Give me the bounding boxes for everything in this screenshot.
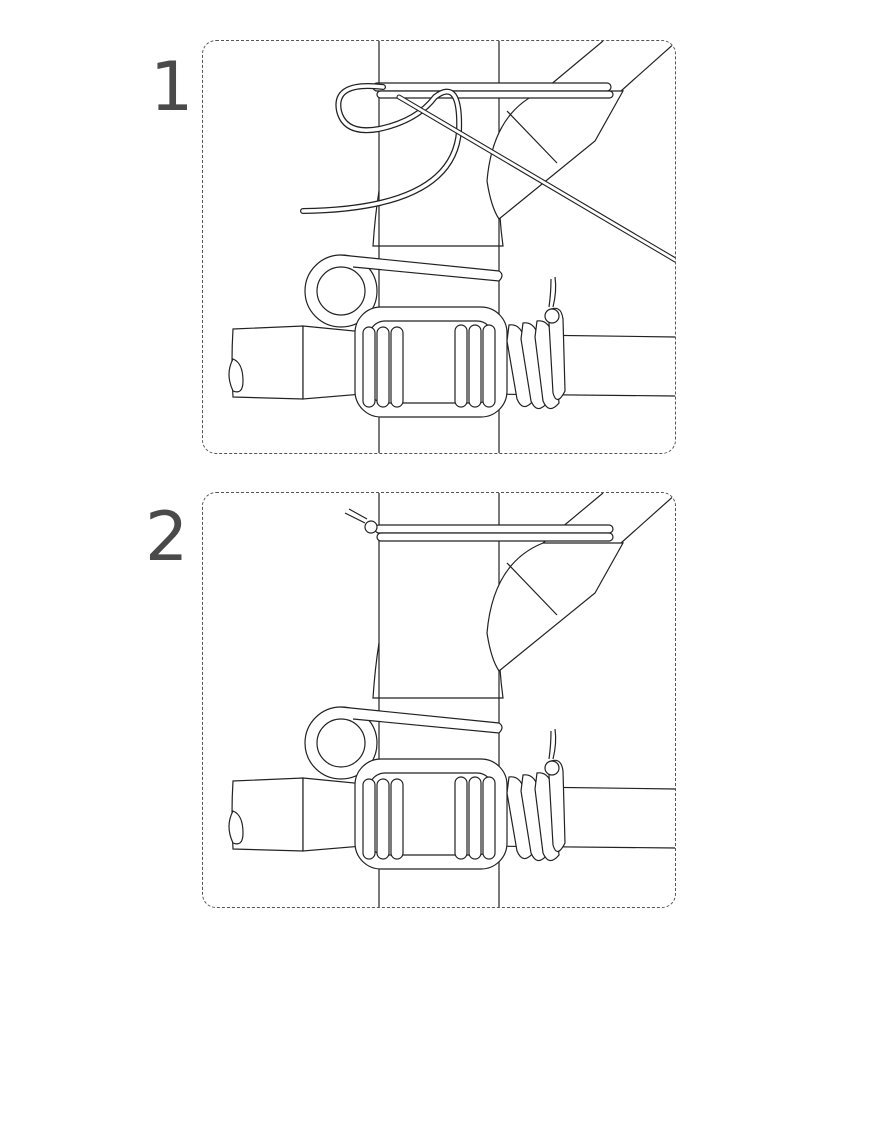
step-number-1: 1 xyxy=(150,54,193,122)
step-number-2: 2 xyxy=(145,504,188,572)
step-2-panel xyxy=(202,492,676,908)
step-2-illustration xyxy=(203,493,676,908)
step-1-panel xyxy=(202,40,676,454)
step-1-illustration xyxy=(203,41,676,454)
